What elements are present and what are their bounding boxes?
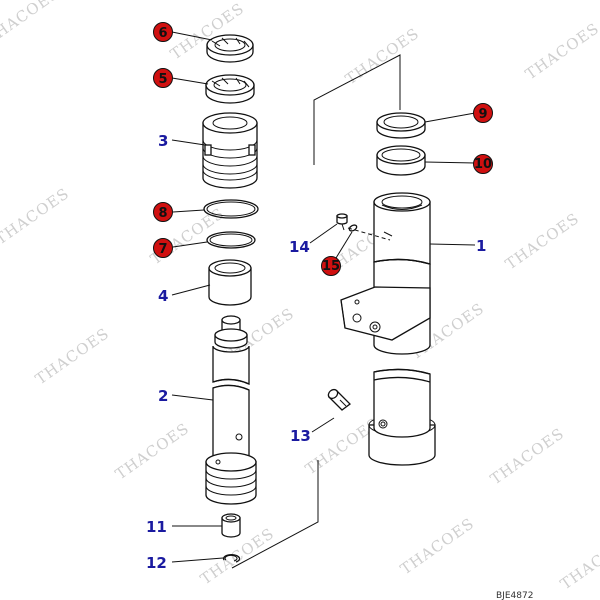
callout-8: 8 xyxy=(153,202,173,222)
callout-3: 3 xyxy=(158,132,168,150)
watermark: THACOES xyxy=(32,324,113,388)
part-4-bushing xyxy=(208,259,252,306)
svg-text:7: 7 xyxy=(158,242,167,257)
part-3-gland xyxy=(202,112,258,189)
callout-15: 15 xyxy=(321,256,341,276)
svg-text:9: 9 xyxy=(478,107,487,122)
leader-lines xyxy=(171,31,476,563)
watermark: THACOES xyxy=(397,514,478,578)
part-14-bolt xyxy=(336,213,348,231)
watermark: THACOES xyxy=(557,529,600,593)
callout-1: 1 xyxy=(476,237,486,255)
assembly-guide-lines xyxy=(231,54,401,569)
watermark: THACOES xyxy=(112,419,193,483)
part-12-snap-ring xyxy=(222,554,241,563)
callout-7: 7 xyxy=(153,238,173,258)
part-11-sleeve xyxy=(221,513,241,538)
part-6-seal xyxy=(206,34,254,63)
watermark: THACOES xyxy=(502,209,583,273)
callout-5: 5 xyxy=(153,68,173,88)
part-13-pin xyxy=(327,388,351,411)
callout-4: 4 xyxy=(158,287,168,305)
callout-2: 2 xyxy=(158,387,168,405)
watermark: THACOES xyxy=(0,0,63,48)
callout-11: 11 xyxy=(146,518,167,536)
part-7-o-ring xyxy=(206,231,256,249)
watermark: THACOES xyxy=(0,184,73,248)
watermark: THACOES xyxy=(522,19,600,83)
part-15-washer xyxy=(348,224,358,232)
callout-10: 10 xyxy=(473,154,493,174)
callout-6: 6 xyxy=(153,22,173,42)
part-5-seal xyxy=(205,74,255,104)
callout-13: 13 xyxy=(290,427,311,445)
part-2-spindle xyxy=(205,315,257,505)
watermark: THACOES xyxy=(487,424,568,488)
svg-text:15: 15 xyxy=(322,259,340,274)
callout-12: 12 xyxy=(146,554,167,572)
svg-text:10: 10 xyxy=(474,157,492,172)
callout-14: 14 xyxy=(289,238,310,256)
svg-text:6: 6 xyxy=(158,26,167,41)
svg-text:5: 5 xyxy=(158,72,167,87)
part-8-o-ring xyxy=(203,199,259,219)
part-9-ring xyxy=(376,112,426,139)
part-1-housing xyxy=(340,192,436,466)
part-10-ring xyxy=(376,145,426,176)
svg-text:8: 8 xyxy=(158,206,167,221)
callout-9: 9 xyxy=(473,103,493,123)
drawing-code: BJE4872 xyxy=(496,591,533,600)
callout-labels: 6 5 8 7 9 10 15 3 4 2 1 11 1 xyxy=(146,22,493,572)
